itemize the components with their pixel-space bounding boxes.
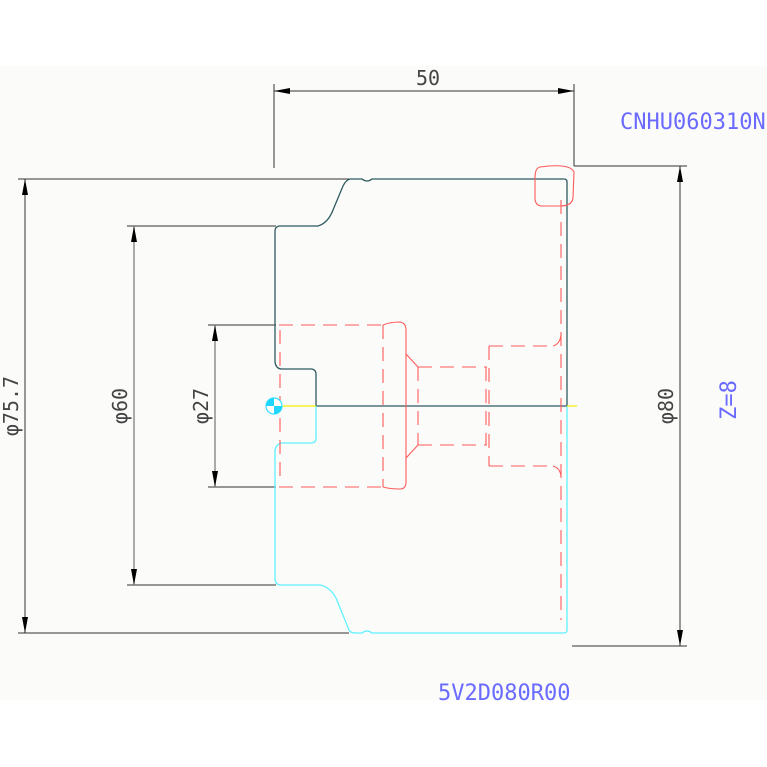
tool-code-label: 5V2D080R00	[438, 681, 570, 706]
dimension-dia-60-label: φ60	[108, 388, 132, 424]
dimension-dia-outer-label: φ75.7	[0, 376, 23, 436]
dimension-dia-80: φ80	[572, 165, 687, 647]
dimension-dia-27-label: φ27	[189, 388, 213, 424]
part-profile-lower	[274, 406, 568, 634]
insert-code-label: CNHU060310N	[620, 110, 766, 135]
dimension-dia-60: φ60	[108, 225, 276, 586]
dimension-length: 50	[273, 66, 575, 168]
dimension-dia-outer: φ75.7	[0, 178, 350, 634]
origin-marker-icon	[265, 397, 283, 415]
hidden-bore-features	[279, 165, 575, 620]
dimension-dia-80-label: φ80	[654, 388, 678, 424]
dimension-length-label: 50	[416, 66, 440, 90]
part-profile-upper	[274, 178, 568, 407]
dimension-dia-27: φ27	[189, 324, 276, 488]
z-offset-label: Z=8	[717, 380, 742, 420]
